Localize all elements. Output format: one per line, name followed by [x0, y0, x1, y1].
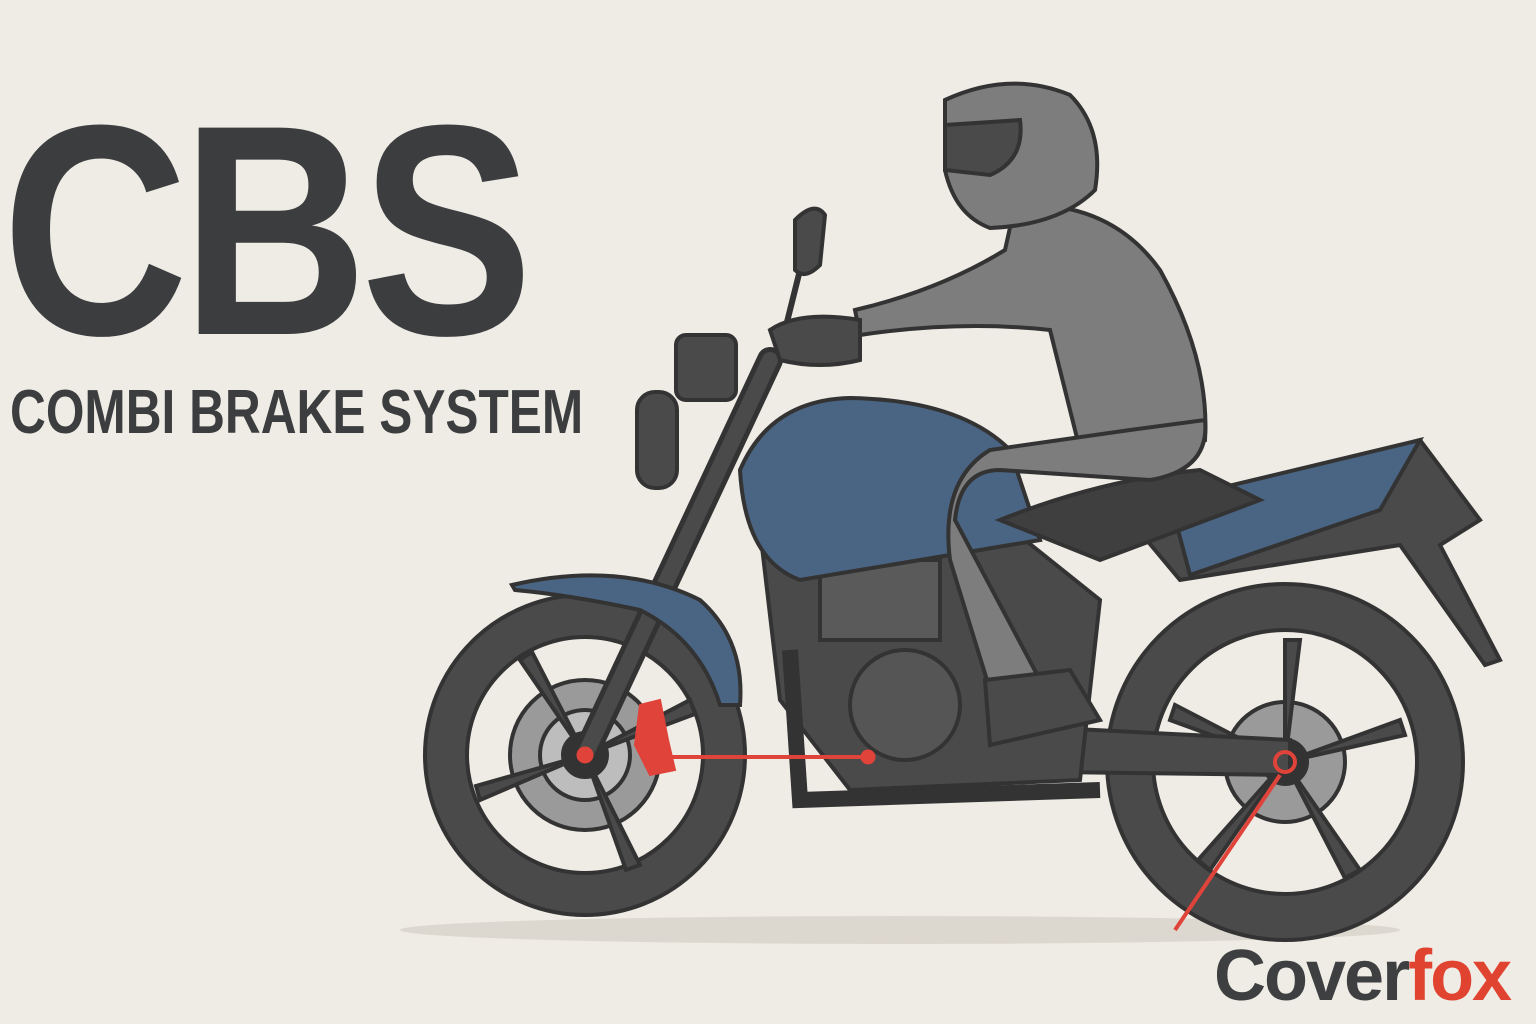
rider — [767, 81, 1208, 748]
headlight — [635, 390, 679, 490]
cbs-brake-linkage — [576, 698, 1297, 932]
brand-logo: Coverfox — [1214, 940, 1512, 1012]
instrument — [674, 333, 738, 402]
fuel-tank — [737, 395, 1043, 583]
exhaust — [782, 649, 1101, 809]
page-title: CBS — [2, 62, 533, 398]
page-subtitle: COMBI BRAKE SYSTEM — [10, 378, 584, 447]
tail-panel — [1167, 436, 1425, 578]
ground-shadow — [400, 916, 1400, 944]
seat — [994, 467, 1265, 563]
mirror — [793, 206, 828, 276]
logo-part-fox: fox — [1408, 936, 1512, 1016]
logo-part-cover: Cover — [1214, 936, 1410, 1016]
front-fork-inner — [577, 352, 778, 763]
front-fender — [508, 573, 743, 707]
